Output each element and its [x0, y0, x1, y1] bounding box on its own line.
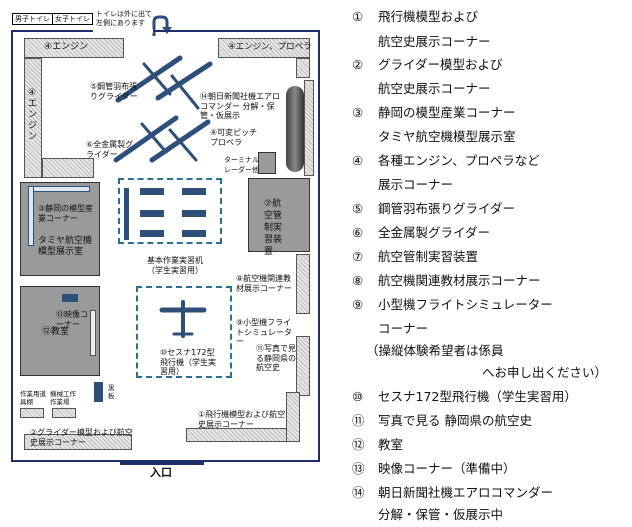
classroom-partition	[90, 310, 96, 356]
flight-sim-label: ⑨小型機フライトシミュレーター	[236, 318, 292, 346]
model-airplane-corner	[186, 428, 300, 442]
bench-side	[124, 188, 129, 240]
video-corner-label: ⑬映像コーナー	[56, 310, 88, 329]
legend-item-3-cont: タミヤ航空機模型展示室	[378, 129, 516, 144]
bench-1	[140, 188, 164, 195]
engine-propeller-area-side	[296, 58, 310, 78]
model-airplane-corner-side	[286, 392, 300, 442]
entrance-marker	[120, 460, 204, 465]
bench-3	[140, 210, 164, 217]
terminal-radar-label: ターミナルレーダー他	[224, 156, 259, 174]
workbench-shelf	[20, 408, 44, 418]
basic-bench-area	[118, 178, 222, 244]
photo-history-label: ⑪写真で見る静岡県の航空史	[256, 344, 296, 372]
legend-note-line-1: （操縦体験希望者は係員	[366, 343, 504, 358]
engine-propeller-label: ④エンジン、プロペラ	[228, 42, 312, 52]
floor-map: 男子トイレ 女子トイレ トイレは外に出て左側にあります ④エンジン ④エンジン …	[11, 10, 320, 479]
legend-item-14-cont: 分解・保管・仮展示中	[378, 507, 504, 522]
cessna-area	[136, 286, 232, 378]
workbench-label: 作業用道具棚	[20, 390, 46, 406]
engine-area-bottom	[42, 158, 94, 178]
legend-item-1-cont: 航空史展示コーナー	[378, 34, 491, 49]
basic-bench-label: 基本作業実習机（学生実習用）	[147, 256, 203, 275]
classroom	[20, 286, 100, 376]
education-material-label: ⑧航空機関連教材展示コーナー	[236, 274, 292, 293]
control-training-label: ⑦航空管制実習装置	[264, 199, 283, 257]
control-training-box	[248, 178, 310, 252]
shelf-box	[94, 382, 103, 402]
bench-6	[182, 230, 206, 237]
shelf-label: 黒板	[108, 384, 115, 400]
screen	[62, 294, 78, 302]
glider-model-label: ②グライダー模型および航空史展示コーナー	[30, 428, 133, 447]
legend-note-line-2: へお申し出ください）	[482, 365, 608, 380]
cessna-label: ⑩セスナ172型飛行機（学生実習用）	[160, 348, 216, 376]
aero-commander-fuselage	[286, 86, 304, 172]
legend-item-4-cont: 展示コーナー	[378, 177, 454, 192]
bench-4	[182, 210, 206, 217]
variable-pitch-label: ④可変ピッチプロペラ	[210, 128, 258, 147]
steel-glider-label: ⑤鋼管羽布張りグライダー	[90, 82, 138, 101]
metal-glider-label: ⑥全金属製グライダー	[86, 140, 134, 159]
entrance-label: 入口	[150, 466, 172, 479]
womens-toilet-sign: 女子トイレ	[52, 13, 93, 25]
legend-item-9-cont: コーナー	[378, 321, 429, 336]
glider-models-icon	[113, 55, 213, 163]
engine-area-side	[24, 58, 42, 178]
toilet-note: トイレは外に出て左側にあります	[96, 10, 152, 27]
model-airplane-label: ①飛行機模型および航空史展示コーナー	[198, 410, 286, 429]
tamiya-room-label: タミヤ航空機模型展示室	[38, 236, 93, 257]
asahi-label: ⑭朝日新聞社機エアロコマンダー 分解・保管・仮展示	[200, 92, 280, 120]
bench-2	[182, 188, 206, 195]
engine-area-top	[24, 38, 124, 58]
engine-side-label: ④エンジン	[28, 88, 38, 142]
bench-5	[140, 230, 164, 237]
engine-top-label: ④エンジン	[44, 42, 89, 52]
shizuoka-model-label: ③静岡の模型産業コーナー	[38, 204, 94, 223]
cessna-icon	[159, 300, 207, 338]
classroom-label: ⑫教室	[42, 327, 70, 337]
tamiya-showcase-side	[28, 186, 34, 246]
education-material-shelf	[296, 254, 310, 314]
wall-gap-top	[93, 29, 153, 33]
photo-history-wall	[296, 336, 310, 396]
variable-pitch-box	[258, 152, 276, 174]
tamiya-showcase	[28, 186, 90, 192]
machine-tools-label: 機械工作作業場	[50, 390, 76, 406]
legend-item-2-cont: 航空史展示コーナー	[378, 81, 491, 96]
mens-toilet-sign: 男子トイレ	[12, 13, 53, 25]
aero-commander-stand	[304, 80, 314, 176]
machine-tools-shelf	[52, 408, 76, 418]
glider-model-corner	[24, 434, 132, 450]
engine-propeller-area	[218, 38, 310, 58]
